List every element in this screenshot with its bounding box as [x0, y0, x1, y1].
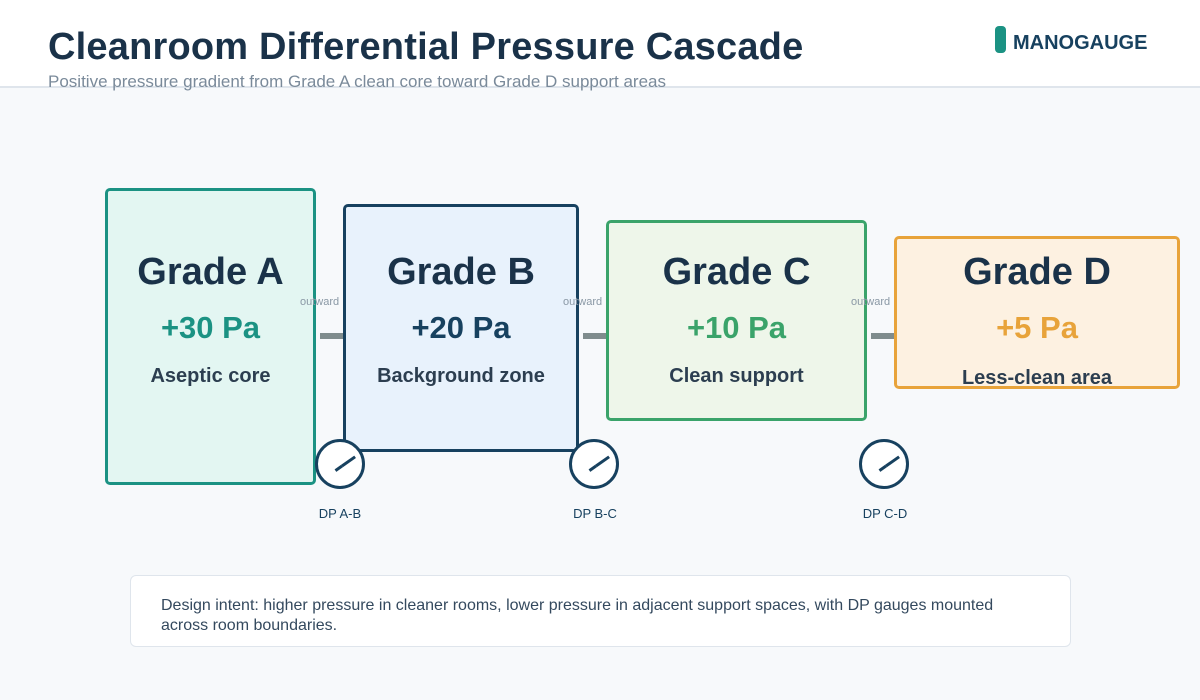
gauge-needle-tail — [334, 464, 343, 472]
design-intent-note: Design intent: higher pressure in cleane… — [130, 575, 1071, 647]
gauge-needle — [341, 455, 356, 468]
room-grade-a: Grade A +30 Pa Aseptic core — [105, 188, 316, 485]
flow-label-a-b: outward — [300, 296, 340, 308]
dp-gauge-icon — [315, 439, 365, 489]
room-pressure-value: +10 Pa — [686, 310, 787, 345]
room-grade-b: Grade B +20 Pa Background zone — [343, 204, 579, 452]
flow-label-b-c: outward — [563, 296, 603, 308]
brand-mark-icon — [995, 26, 1006, 53]
connector-b-c — [583, 333, 609, 339]
room-pressure-value: +5 Pa — [996, 310, 1078, 345]
room-grade-label: Grade D — [963, 251, 1111, 293]
room-grade-d: Grade D +5 Pa Less-clean area — [894, 236, 1180, 389]
gauge-needle-tail — [878, 464, 887, 472]
gauge-needle-tail — [588, 464, 597, 472]
room-pressure-value: +30 Pa — [160, 310, 261, 345]
room-description: Less-clean area — [961, 367, 1113, 389]
header: Cleanroom Differential Pressure Cascade … — [0, 0, 1200, 91]
room-pressure-value: +20 Pa — [411, 310, 511, 345]
room-description: Background zone — [377, 365, 545, 387]
room-grade-label: Grade A — [137, 251, 284, 293]
gauge-needle — [885, 455, 900, 468]
room-description: Clean support — [669, 365, 804, 387]
connector-c-d — [871, 333, 897, 339]
room-description: Aseptic core — [150, 365, 271, 387]
dp-gauge-icon — [859, 439, 909, 489]
gauge-needle — [595, 455, 610, 468]
gauge-label: DP A-B — [318, 506, 362, 521]
dp-gauge-icon — [569, 439, 619, 489]
page-title: Cleanroom Differential Pressure Cascade — [48, 26, 804, 68]
room-grade-label: Grade B — [387, 251, 535, 293]
room-grade-label: Grade C — [662, 251, 811, 293]
note-text: Design intent: higher pressure in cleane… — [161, 597, 994, 634]
gauge-label: DP B-C — [573, 506, 617, 521]
room-grade-c: Grade C +10 Pa Clean support — [606, 220, 867, 421]
flow-label-c-d: outward — [851, 296, 891, 308]
page-subtitle: Positive pressure gradient from Grade A … — [48, 72, 666, 91]
connector-a-b — [320, 333, 346, 339]
brand-name: MANOGAUGE — [1013, 32, 1148, 54]
gauge-label: DP C-D — [862, 506, 908, 521]
